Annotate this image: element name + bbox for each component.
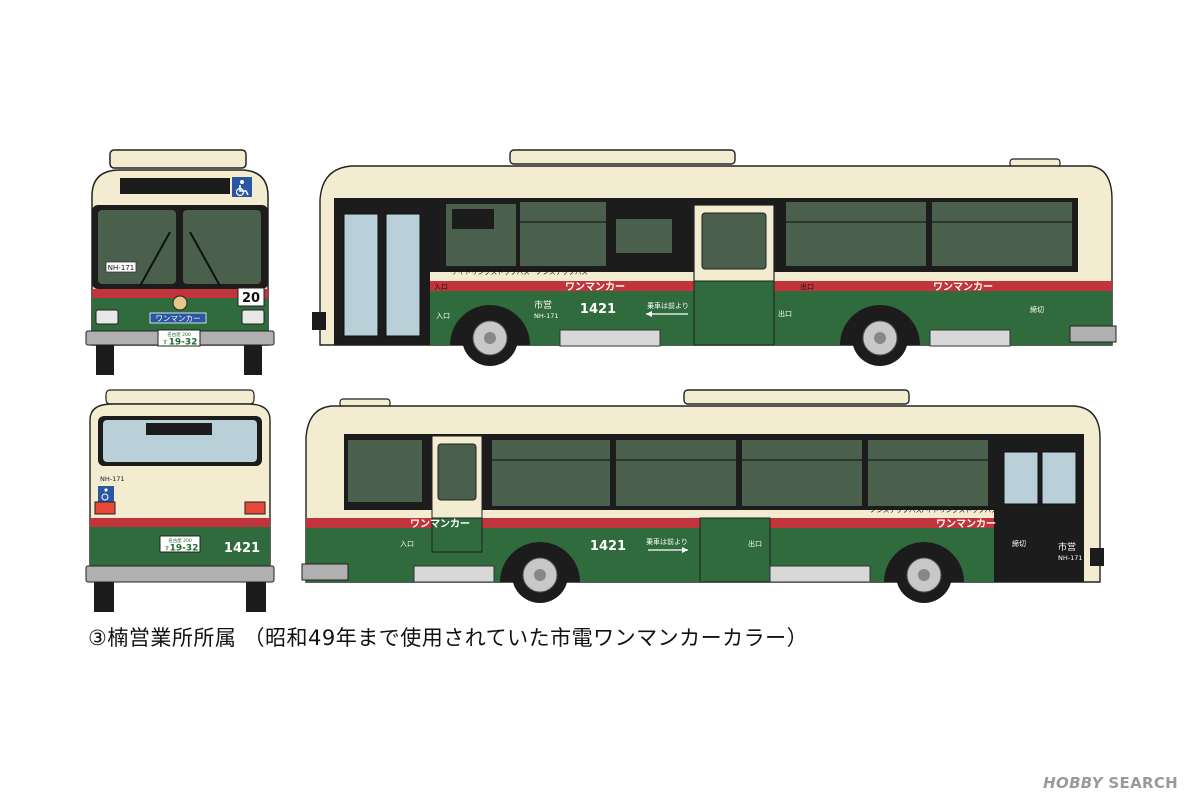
front-route-number: 20 <box>242 291 260 306</box>
rear-plate-region: 名古屋 200 <box>168 537 192 544</box>
side-left-boarding-note: 乗車は前より <box>647 301 689 310</box>
bus-side-view-right: ノンステップバス アイドリングストップバス ワンマンカー ワンマンカー 入口 1… <box>301 389 1104 603</box>
side-right-one-man-sign: ワンマンカー <box>410 518 470 530</box>
side-right-end-mark: 締切 <box>1012 539 1026 548</box>
side-right-bus-id: NH-171 <box>1058 554 1083 562</box>
side-right-entrance: 入口 <box>400 540 414 548</box>
rear-wheelchair-icon <box>98 486 114 502</box>
front-plate-number: 19-32 <box>169 338 198 348</box>
side-left-one-man-sign: ワンマンカー <box>565 281 625 293</box>
wheelchair-icon <box>232 177 252 197</box>
rear-bus-id: NH-171 <box>100 475 125 483</box>
side-right-operator: 市営 <box>1058 541 1076 553</box>
front-bus-id: NH-171 <box>108 264 134 272</box>
side-left-operator: 市営 <box>534 299 552 311</box>
side-right-boarding-note: 乗車は前より <box>646 537 688 546</box>
bus-side-view-left: アイドリングストップバス ノンステップバス 入口 ワンマンカー 出口 ワンマンカ… <box>312 149 1117 366</box>
front-one-man-sign: ワンマンカー <box>156 314 201 323</box>
side-left-bus-id: NH-171 <box>534 312 559 320</box>
bus-rear-view: NH-171 名古屋 200 す 19-32 1421 <box>85 389 275 612</box>
front-plate-kana: す <box>162 340 167 346</box>
caption: ③楠営業所所属 （昭和49年まで使用されていた市電ワンマンカーカラー） <box>88 626 809 650</box>
rear-plate-number: 19-32 <box>170 544 199 554</box>
side-left-exit-sign: 出口 <box>800 282 814 291</box>
side-right-one-man-sign-rear: ワンマンカー <box>936 518 996 530</box>
watermark-word: SEARCH <box>1108 774 1178 792</box>
rear-plate-kana: す <box>164 546 169 552</box>
side-right-fleet-number: 1421 <box>590 539 626 554</box>
side-left-entrance: 入口 <box>436 312 450 320</box>
side-left-idling-stop: アイドリングストップバス <box>452 267 530 276</box>
watermark: HOBBY SEARCH <box>1043 774 1178 792</box>
side-left-one-man-sign-rear: ワンマンカー <box>933 281 993 293</box>
side-left-fleet-number: 1421 <box>580 302 616 317</box>
side-right-non-step: ノンステップバス <box>870 506 922 514</box>
bus-front-view: NH-171 20 ワンマンカー 名古屋 200 す 19-32 <box>85 149 275 375</box>
side-right-exit: 出口 <box>748 539 762 548</box>
side-right-idling-stop: アイドリングストップバス <box>920 505 998 514</box>
side-left-end-mark: 締切 <box>1030 305 1044 314</box>
side-left-exit: 出口 <box>778 309 792 318</box>
side-left-non-step: ノンステップバス <box>536 268 588 276</box>
side-left-entrance-sign: 入口 <box>434 283 448 291</box>
rear-fleet-number: 1421 <box>224 541 260 556</box>
watermark-brand: HOBBY <box>1043 774 1103 792</box>
front-plate-region: 名古屋 200 <box>167 331 191 338</box>
